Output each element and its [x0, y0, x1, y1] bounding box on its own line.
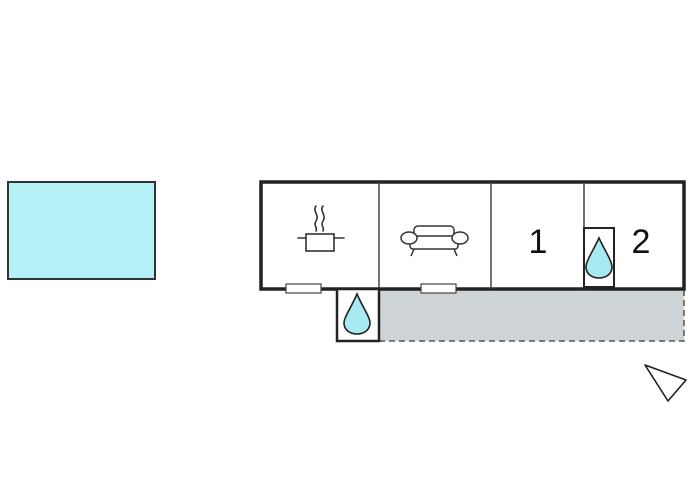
sofa-icon [400, 225, 469, 257]
north-arrow-icon [644, 364, 687, 402]
terrace-outline [379, 289, 685, 342]
water-drop-icon [585, 236, 613, 279]
terrace [379, 289, 684, 341]
swimming-pool [7, 181, 156, 280]
cooking-pot-icon [297, 205, 345, 252]
window-kitchen [285, 283, 322, 294]
bedroom-2-label: 2 [632, 223, 651, 261]
bedroom-1-label: 1 [529, 223, 548, 261]
window-living-room [420, 283, 457, 294]
water-drop-icon [343, 291, 371, 335]
